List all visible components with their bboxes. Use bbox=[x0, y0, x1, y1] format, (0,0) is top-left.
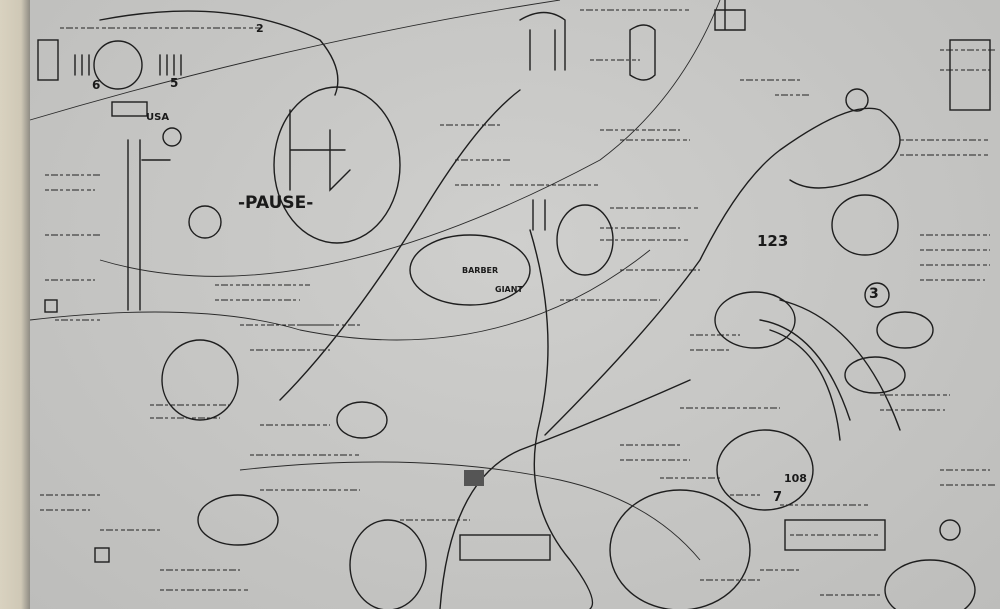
connector-left-line bbox=[29, 249, 651, 341]
box-5 bbox=[949, 39, 991, 111]
label-giant: GIANT bbox=[495, 285, 523, 294]
bridge-drawing bbox=[519, 11, 566, 71]
label-barber: BARBER bbox=[462, 266, 499, 275]
connector-right-loop bbox=[544, 107, 901, 436]
cylinder-drawing bbox=[629, 24, 656, 81]
handwritten-notes bbox=[40, 9, 995, 596]
box-1 bbox=[111, 101, 148, 117]
circle-node-17 bbox=[714, 291, 796, 349]
circle-node-12 bbox=[876, 311, 934, 349]
circle-node-6 bbox=[556, 204, 614, 276]
connector-lower-curve bbox=[439, 379, 691, 609]
circle-node-9 bbox=[349, 519, 427, 609]
circle-node-15 bbox=[609, 489, 751, 609]
label-7: 7 bbox=[773, 490, 783, 505]
box-6 bbox=[44, 299, 58, 313]
connector-central-vertical bbox=[529, 229, 594, 609]
connector-diagonal bbox=[99, 0, 721, 277]
circle-node-18 bbox=[336, 401, 388, 439]
box-2 bbox=[37, 39, 59, 81]
circle-node-3 bbox=[188, 205, 222, 239]
connector-long-curve bbox=[29, 0, 561, 121]
circle-node-7 bbox=[161, 339, 239, 421]
label-2: 2 bbox=[256, 22, 264, 35]
circle-node-19 bbox=[845, 88, 869, 112]
circle-node-8 bbox=[197, 494, 279, 546]
pillar-drawing bbox=[127, 109, 546, 311]
wall-edge bbox=[0, 0, 30, 609]
tally-marks bbox=[74, 54, 182, 76]
circle-node-13 bbox=[844, 356, 906, 394]
circle-node-20 bbox=[939, 519, 961, 541]
circle-node-16 bbox=[884, 559, 976, 609]
label-pause: -PAUSE- bbox=[238, 193, 314, 213]
circle-node-1 bbox=[273, 86, 401, 244]
label-usa: USA bbox=[146, 112, 170, 123]
circle-node-4 bbox=[162, 127, 182, 147]
box-4 bbox=[459, 534, 551, 561]
whiteboard bbox=[30, 0, 1000, 609]
label-123: 123 bbox=[757, 232, 789, 250]
magnet-marker bbox=[464, 470, 484, 486]
antenna-drawing bbox=[714, 0, 746, 31]
label-6: 6 bbox=[92, 78, 101, 92]
connector-main-curve bbox=[279, 89, 521, 401]
connector-bottom-curve bbox=[239, 461, 701, 561]
circle-node-2 bbox=[93, 40, 143, 90]
circle-node-5 bbox=[409, 234, 531, 306]
label-5: 5 bbox=[170, 76, 179, 90]
circle-node-11 bbox=[864, 282, 890, 308]
connector-right-fan bbox=[759, 299, 901, 441]
label-108: 108 bbox=[784, 472, 807, 485]
label-3: 3 bbox=[869, 286, 879, 302]
circle-node-10 bbox=[831, 194, 899, 256]
connector-top-arc bbox=[99, 10, 339, 96]
box-3 bbox=[784, 519, 886, 551]
box-7 bbox=[94, 547, 110, 563]
circle-node-14 bbox=[716, 429, 814, 511]
